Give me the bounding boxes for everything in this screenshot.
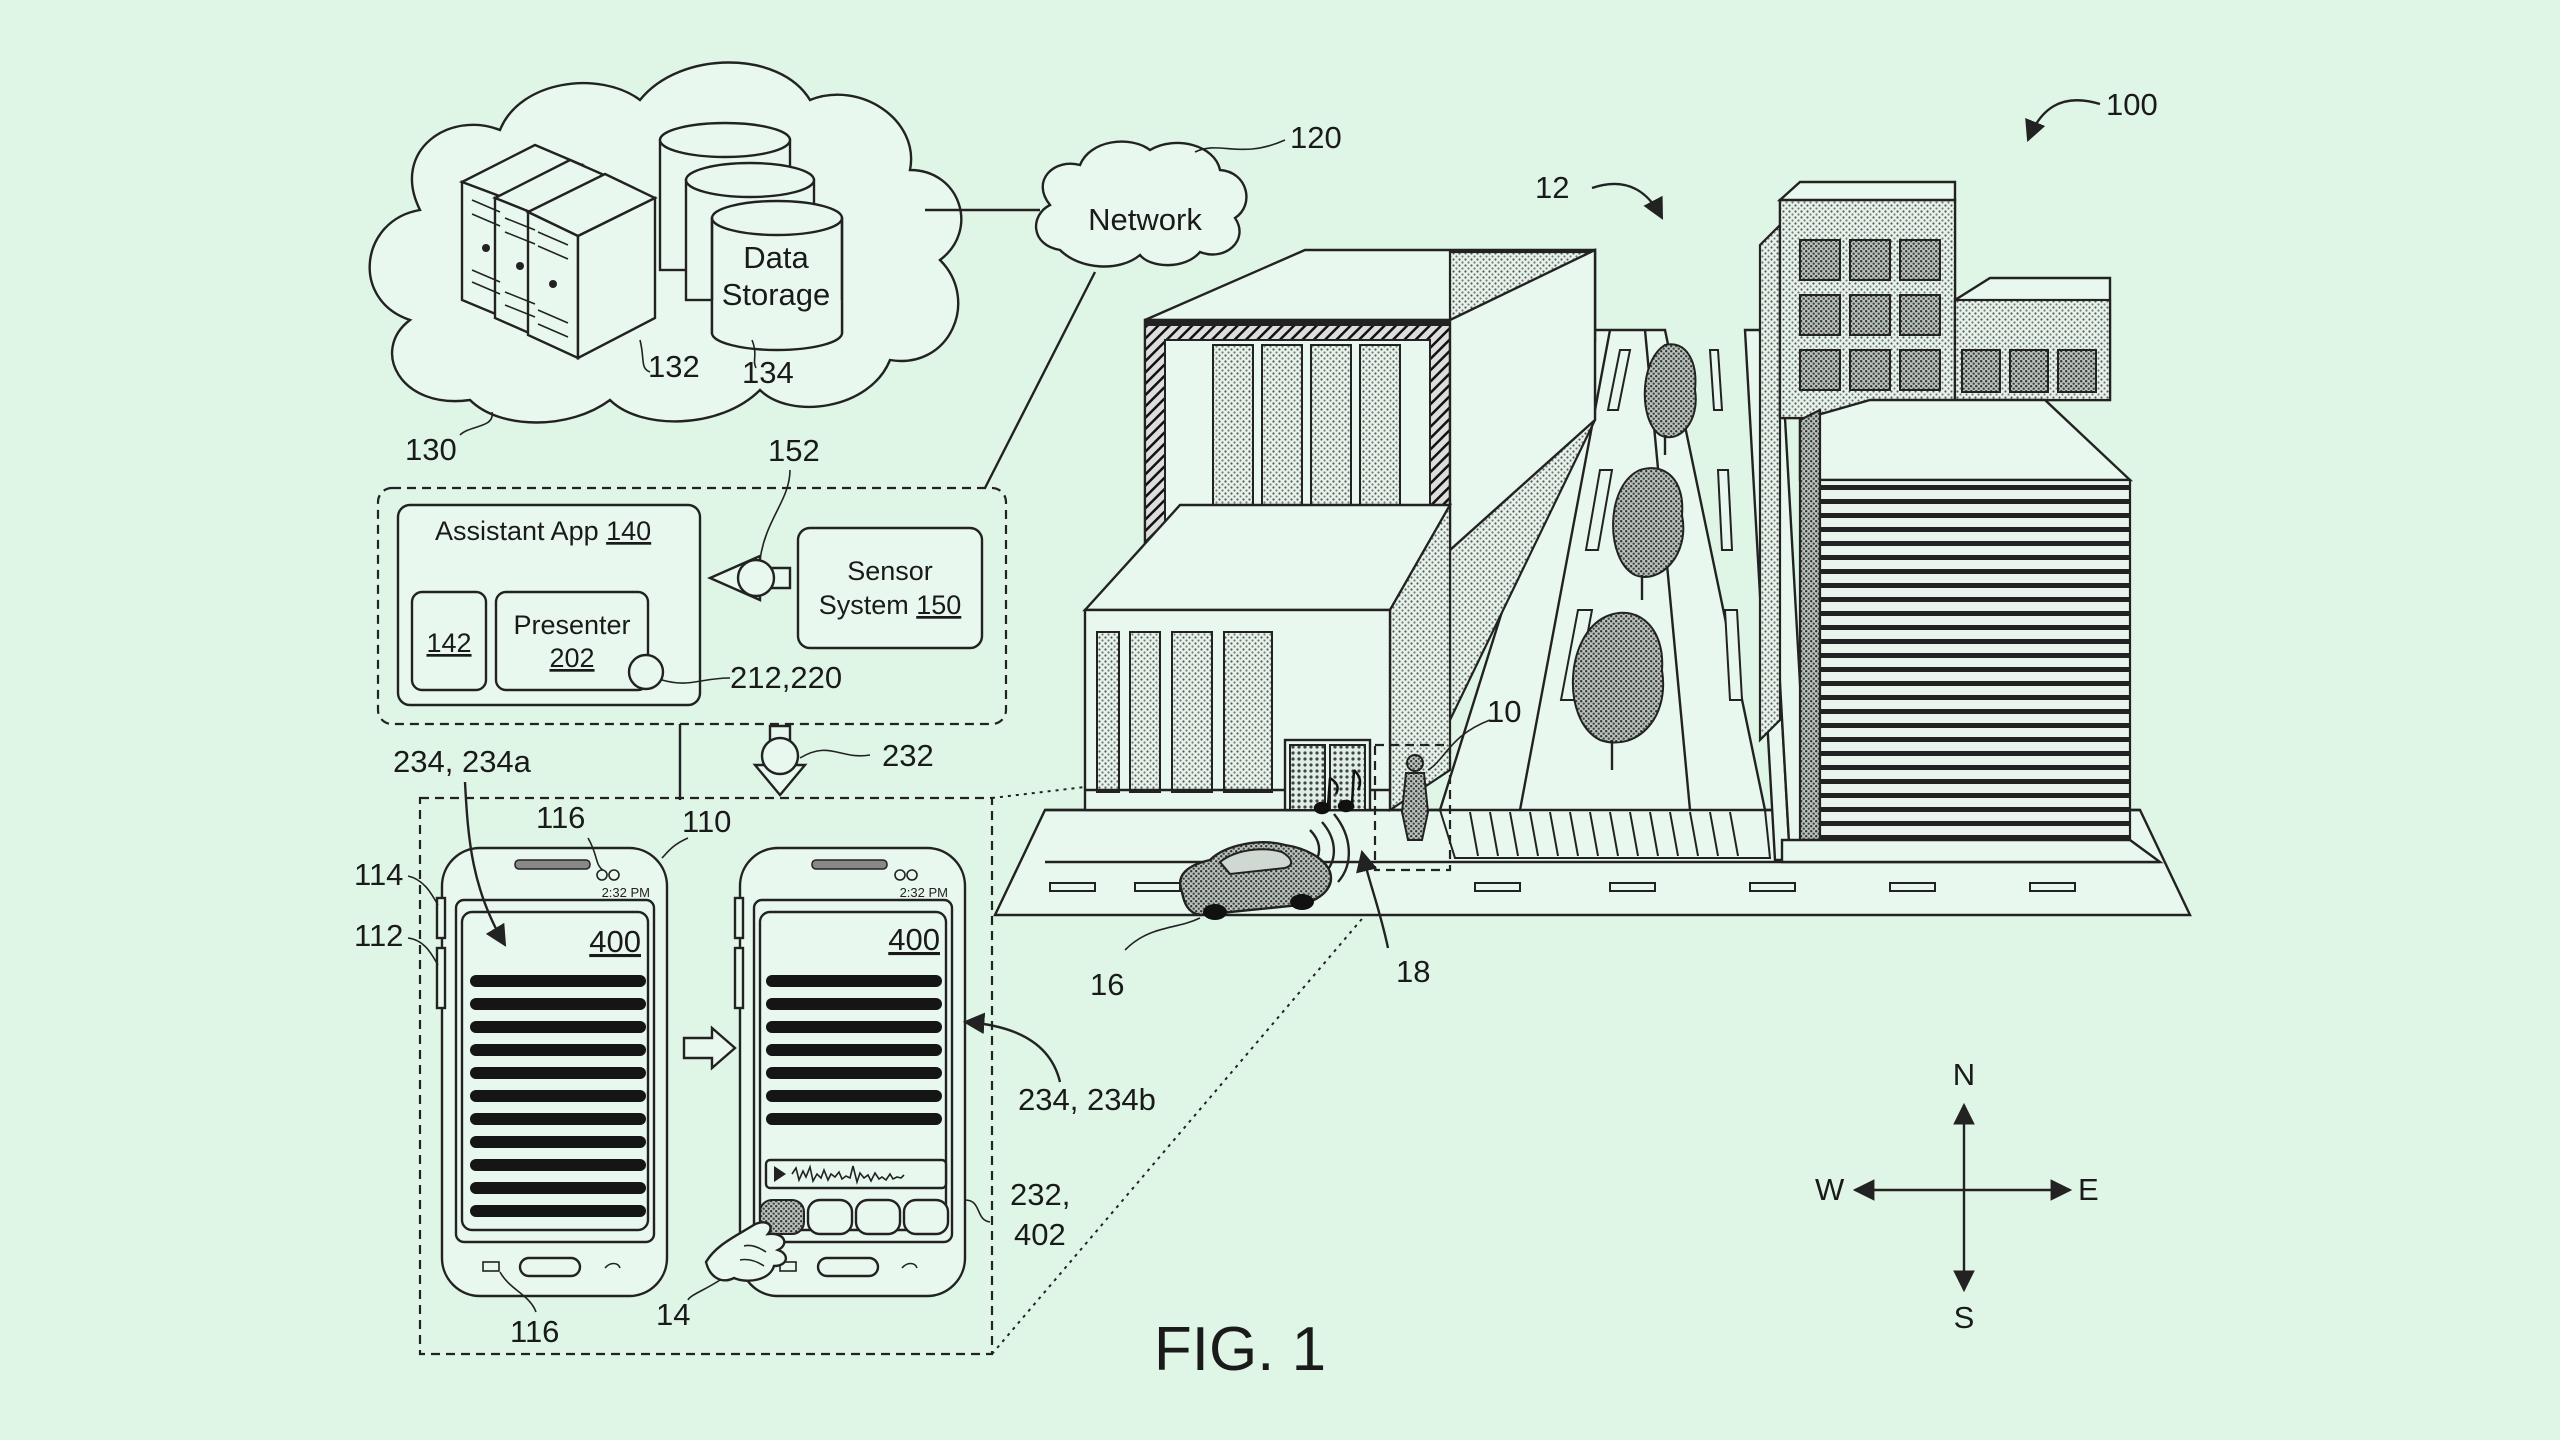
data-storage-icon — [658, 121, 844, 352]
user-figure-icon — [1400, 754, 1430, 841]
device-detail-box — [418, 796, 994, 1356]
compass-east: E — [2078, 1172, 2099, 1207]
remote-system-cloud: Data Storage 132 134 130 — [368, 61, 963, 467]
output-port-icon — [760, 736, 800, 776]
environment-ref: 12 — [1535, 170, 1569, 205]
button-bottom-ref: 112 — [354, 918, 403, 953]
network-ref: 120 — [1290, 120, 1342, 155]
screen-page-ref-a: 400 — [589, 924, 641, 959]
network-label: Network — [1088, 202, 1202, 237]
control-button-2[interactable] — [806, 1198, 854, 1236]
control-button-3[interactable] — [854, 1198, 902, 1236]
hand-icon — [704, 1221, 787, 1282]
device-software-box: Assistant App 140 142 Presenter 202 212,… — [376, 433, 1008, 726]
storage-label-line1: Data — [743, 240, 809, 275]
control-button-4[interactable] — [902, 1198, 950, 1236]
audio-player[interactable] — [764, 1158, 948, 1190]
control-ref-line1: 232, — [1010, 1177, 1070, 1212]
sensor-label: System 150 — [819, 590, 962, 620]
network-device-link — [983, 271, 1097, 489]
presenter-ref: 202 — [549, 643, 594, 673]
compass-icon — [1852, 1102, 2073, 1293]
transition-arrow-icon — [682, 1025, 737, 1071]
sensor-port-ref: 152 — [768, 433, 820, 468]
storage-ref: 134 — [742, 355, 794, 390]
server-rack-icon — [459, 143, 658, 360]
status-time-b: 2:32 PM — [900, 885, 948, 900]
figure-caption: FIG. 1 — [1154, 1315, 1326, 1384]
hand-ref: 14 — [656, 1297, 690, 1332]
phone-screen-a: 2:32 PM 400 — [435, 846, 669, 1298]
device-ref: 110 — [682, 804, 731, 839]
compass-south: S — [1954, 1300, 1975, 1335]
network-cloud: Network 120 — [1035, 120, 1342, 268]
vehicle-ref: 16 — [1090, 967, 1124, 1002]
presenter-port-icon — [627, 653, 665, 691]
screen-b-ref: 234, 234b — [1018, 1082, 1156, 1117]
phone-screen-b: 2:32 PM 400 — [733, 846, 967, 1298]
compass-west: W — [1815, 1172, 1845, 1207]
home-button-a[interactable] — [518, 1256, 582, 1278]
audio-source-ref: 18 — [1396, 954, 1430, 989]
servers-ref: 132 — [648, 349, 700, 384]
presenter-port-ref: 212,220 — [730, 660, 842, 695]
system-ref: 100 — [2106, 87, 2158, 122]
vehicle-icon — [1179, 841, 1333, 920]
assistant-app-label: Assistant App 140 — [435, 516, 651, 546]
module-ref: 142 — [426, 628, 471, 658]
control-ref-line2: 402 — [1014, 1217, 1066, 1252]
sensor-label-line1: Sensor — [847, 556, 933, 586]
speaker-bottom-ref: 116 — [510, 1314, 559, 1349]
screen-page-ref-b: 400 — [888, 922, 940, 957]
output-ref: 232 — [882, 738, 934, 773]
presenter-label: Presenter — [513, 610, 630, 640]
user-ref: 10 — [1487, 694, 1521, 729]
home-button-b[interactable] — [816, 1256, 880, 1278]
speaker-top-ref: 116 — [536, 800, 585, 835]
sensor-port-icon — [736, 558, 776, 598]
compass-north: N — [1953, 1057, 1975, 1092]
storage-label-line2: Storage — [722, 277, 831, 312]
button-top-ref: 114 — [354, 857, 403, 892]
remote-system-ref: 130 — [405, 432, 457, 467]
music-notes-icon — [1313, 769, 1362, 815]
street-scene: 10 16 18 — [993, 180, 2192, 1002]
status-time-a: 2:32 PM — [602, 885, 650, 900]
screen-a-ref: 234, 234a — [393, 744, 532, 779]
play-icon[interactable] — [774, 1166, 786, 1182]
